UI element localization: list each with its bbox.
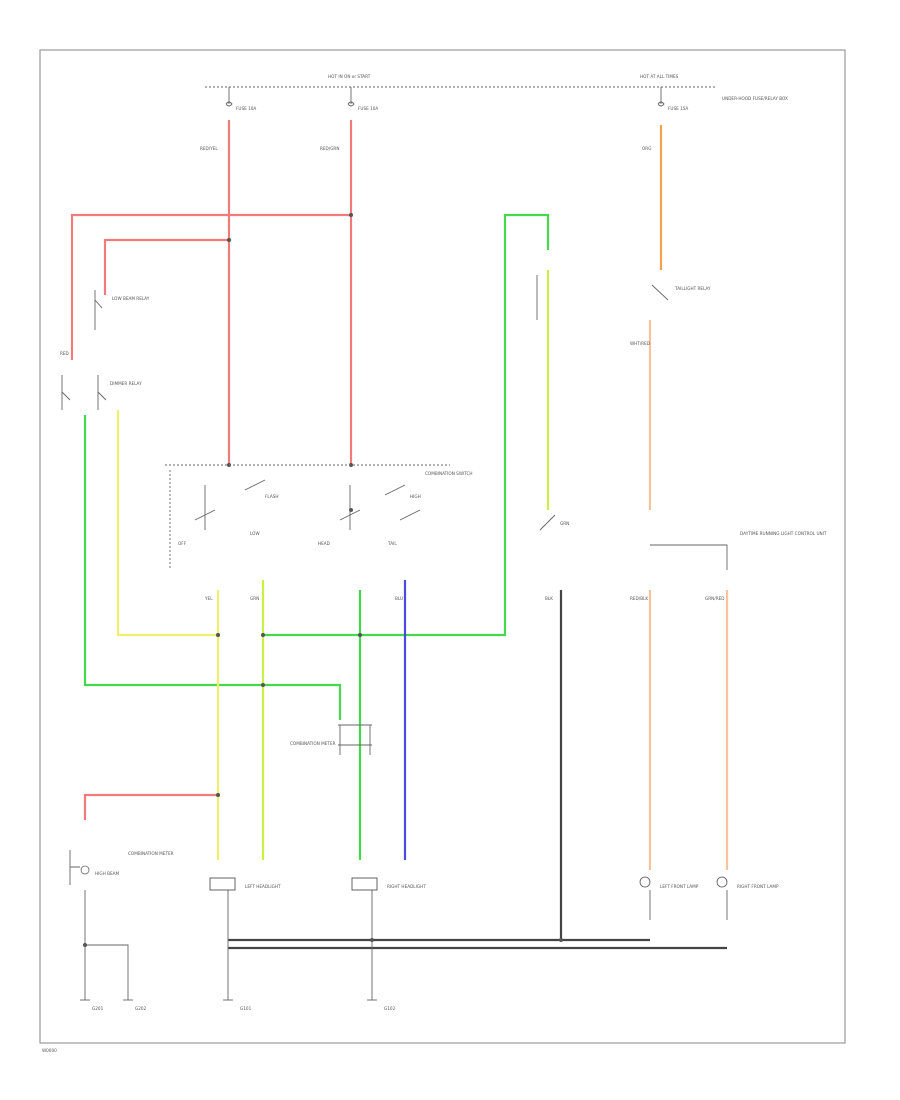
low-beam-relay: LOW BEAM RELAY DIMMER RELAY: [61, 290, 150, 410]
junction-dots: [83, 213, 563, 947]
wire-label: BLK: [545, 596, 553, 601]
svg-text:HIGH BEAM: HIGH BEAM: [95, 871, 119, 876]
hot-label-right: HOT AT ALL TIMES: [640, 74, 679, 79]
right-box-label: UNDER-HOOD FUSE/RELAY BOX: [722, 96, 788, 101]
svg-text:LOW: LOW: [250, 531, 260, 536]
svg-text:RIGHT FRONT LAMP: RIGHT FRONT LAMP: [737, 884, 779, 889]
wire-label: RED/BLK: [630, 596, 648, 601]
ground-g201: G201: [80, 999, 104, 1011]
red-wires: [70, 120, 353, 820]
light-orange-wires: [648, 320, 729, 870]
wire-label: GRN: [250, 596, 259, 601]
svg-text:DAYTIME RUNNING LIGHT CONTROL: DAYTIME RUNNING LIGHT CONTROL UNIT: [740, 531, 827, 536]
right-front-lamp: RIGHT FRONT LAMP: [716, 876, 779, 889]
svg-text:RIGHT HEADLIGHT: RIGHT HEADLIGHT: [387, 884, 426, 889]
thin-connections: [84, 544, 728, 1000]
taillight-relay: TAILLIGHT RELAY DAYTIME RUNNING LIGHT CO…: [651, 284, 827, 536]
svg-text:FUSE 10A: FUSE 10A: [236, 106, 256, 111]
svg-text:FUSE 15A: FUSE 15A: [668, 106, 688, 111]
svg-text:FUSE 10A: FUSE 10A: [358, 106, 378, 111]
svg-text:COMBINATION SWITCH: COMBINATION SWITCH: [425, 471, 473, 476]
svg-text:HIGH: HIGH: [410, 494, 421, 499]
fuse-2: FUSE 10A: [347, 87, 378, 111]
hot-label-left: HOT IN ON or START: [328, 74, 371, 79]
svg-text:LEFT HEADLIGHT: LEFT HEADLIGHT: [245, 884, 281, 889]
ground-g101: G101: [223, 999, 252, 1011]
left-front-lamp: LEFT FRONT LAMP: [639, 876, 699, 889]
wire-label: BLU: [395, 596, 403, 601]
high-beam-indicator: HIGH BEAM COMBINATION METER: [69, 850, 174, 885]
wire-label: ORG: [642, 146, 651, 151]
dimmer-relay-block: GRN: [536, 275, 569, 531]
svg-text:TAIL: TAIL: [387, 541, 397, 546]
drl-unit: COMBINATION METER: [290, 724, 372, 755]
svg-text:HEAD: HEAD: [318, 541, 330, 546]
svg-text:G202: G202: [135, 1006, 147, 1011]
green-wires: [83, 213, 550, 860]
ground-g202: G202: [123, 999, 147, 1011]
yellow-wires: [116, 410, 220, 860]
svg-text:COMBINATION METER: COMBINATION METER: [290, 741, 336, 746]
wire-label: WHT/RED: [630, 341, 650, 346]
svg-text:COMBINATION METER: COMBINATION METER: [128, 851, 174, 856]
wire-label: RED: [60, 351, 69, 356]
svg-text:G201: G201: [92, 1006, 104, 1011]
svg-text:FLASH: FLASH: [265, 494, 279, 499]
right-headlight: RIGHT HEADLIGHT: [351, 877, 426, 891]
fuse-3: FUSE 15A: [657, 87, 688, 111]
svg-text:TAILLIGHT RELAY: TAILLIGHT RELAY: [674, 286, 711, 291]
wire-label: YEL: [204, 596, 213, 601]
combination-switch: FLASH HIGH LOW OFF HEAD TAIL COMBINATION…: [165, 464, 473, 570]
ground-g102: G102: [367, 999, 396, 1011]
yellow-green-wires: [261, 270, 550, 860]
svg-text:DIMMER RELAY: DIMMER RELAY: [110, 381, 142, 386]
footer-code: W0000: [42, 1048, 57, 1053]
svg-text:GRN: GRN: [560, 521, 569, 526]
wire-label: GRN/RED: [705, 596, 724, 601]
left-headlight: LEFT HEADLIGHT: [209, 877, 281, 891]
svg-text:LEFT FRONT LAMP: LEFT FRONT LAMP: [660, 884, 699, 889]
fuse-1: FUSE 10A: [225, 87, 256, 111]
diagram-frame: [39, 49, 846, 1044]
black-wires: [228, 590, 727, 950]
svg-text:G101: G101: [240, 1006, 252, 1011]
wire-label: RED/GRN: [320, 146, 339, 151]
svg-text:OFF: OFF: [178, 541, 187, 546]
wire-label: RED/YEL: [200, 146, 218, 151]
svg-text:LOW BEAM RELAY: LOW BEAM RELAY: [112, 296, 150, 301]
svg-text:G102: G102: [384, 1006, 396, 1011]
